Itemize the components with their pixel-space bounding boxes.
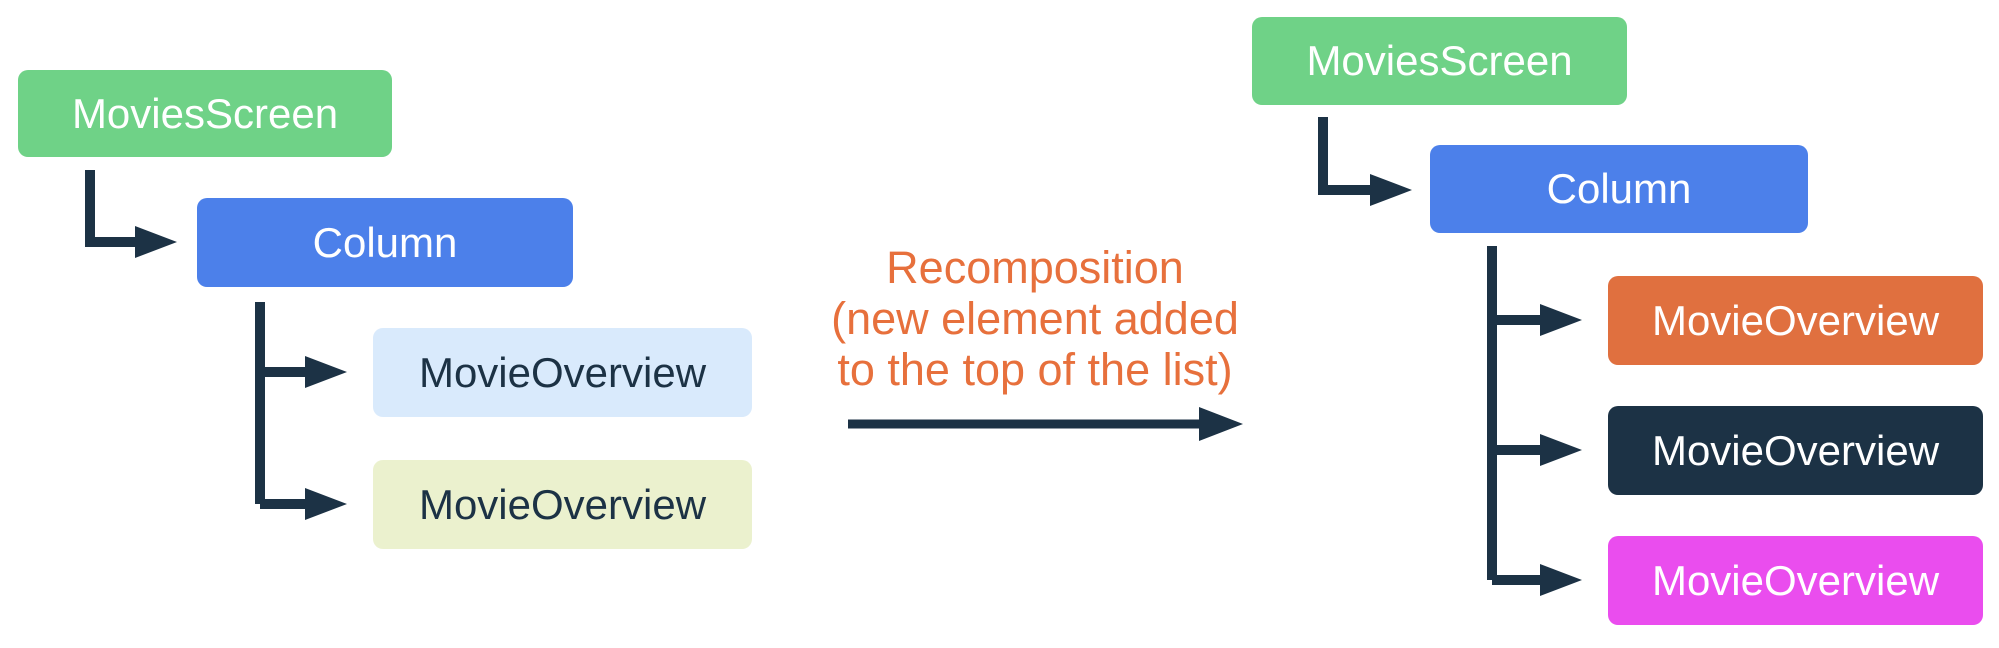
- recomposition-caption-line2: (new element added: [831, 293, 1239, 344]
- left-node-column: Column: [197, 198, 573, 287]
- right-node-movieoverview-1: MovieOverview: [1608, 276, 1983, 365]
- right-node-moviesscreen-label: MoviesScreen: [1306, 37, 1573, 84]
- right-node-movieoverview-3-label: MovieOverview: [1651, 556, 1940, 604]
- right-branch2-arrowhead-icon: [1540, 434, 1582, 466]
- right-node-column-label: Column: [1546, 165, 1692, 212]
- recomposition-caption-line1: Recomposition: [886, 242, 1184, 293]
- right-node-moviesscreen: MoviesScreen: [1252, 17, 1627, 105]
- left-node-movieoverview-1-label: MovieOverview: [418, 348, 707, 396]
- recomposition-caption-line3: to the top of the list): [837, 344, 1233, 395]
- left-node-movieoverview-2-label: MovieOverview: [418, 480, 707, 528]
- right-node-movieoverview-2: MovieOverview: [1608, 406, 1983, 495]
- right-elbow-arrowhead-icon: [1370, 174, 1412, 206]
- left-elbow-connector: [85, 170, 140, 247]
- right-node-movieoverview-1-label: MovieOverview: [1651, 296, 1940, 344]
- right-branch3-arrowhead-icon: [1540, 564, 1582, 596]
- left-node-column-label: Column: [312, 218, 458, 266]
- left-elbow-arrowhead-icon: [135, 226, 177, 258]
- left-trunk-connector: [255, 302, 312, 509]
- left-node-movieoverview-2: MovieOverview: [373, 460, 752, 549]
- right-node-movieoverview-3: MovieOverview: [1608, 536, 1983, 625]
- left-branch1-arrowhead-icon: [305, 356, 347, 388]
- recomposition-caption: Recomposition (new element added to the …: [785, 242, 1285, 395]
- recomposition-arrowhead-icon: [1199, 407, 1243, 441]
- left-node-moviesscreen-label: MoviesScreen: [71, 89, 339, 137]
- left-node-movieoverview-1: MovieOverview: [373, 328, 752, 417]
- right-branch1-arrowhead-icon: [1540, 304, 1582, 336]
- left-branch2-arrowhead-icon: [305, 488, 347, 520]
- right-elbow-connector: [1318, 117, 1375, 195]
- right-node-movieoverview-2-label: MovieOverview: [1651, 426, 1940, 474]
- left-node-moviesscreen: MoviesScreen: [18, 70, 392, 157]
- right-node-column: Column: [1430, 145, 1808, 233]
- right-trunk-connector: [1487, 246, 1547, 585]
